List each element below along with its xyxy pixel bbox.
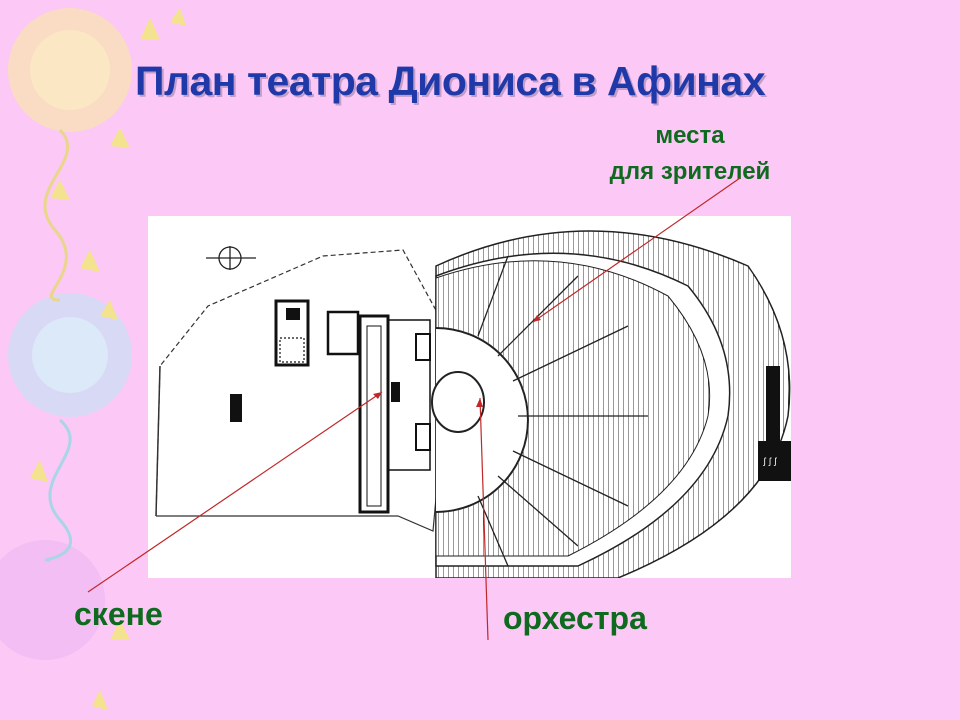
slide-title: План театра Диониса в Афинах [134, 58, 766, 104]
seats-label-line1: места [655, 122, 725, 149]
theatre-plan-drawing: ʃʃʃ [155, 230, 791, 579]
seats-label-line2: для зрителей [609, 158, 771, 185]
compass-icon [206, 246, 256, 270]
skene-label: скене [74, 596, 163, 632]
svg-text:ʃʃʃ: ʃʃʃ [762, 457, 778, 467]
orchestra-label: орхестра [503, 600, 647, 636]
seats-label: места для зрителей [580, 118, 800, 190]
theatre-plan: ʃʃʃ [148, 216, 791, 579]
